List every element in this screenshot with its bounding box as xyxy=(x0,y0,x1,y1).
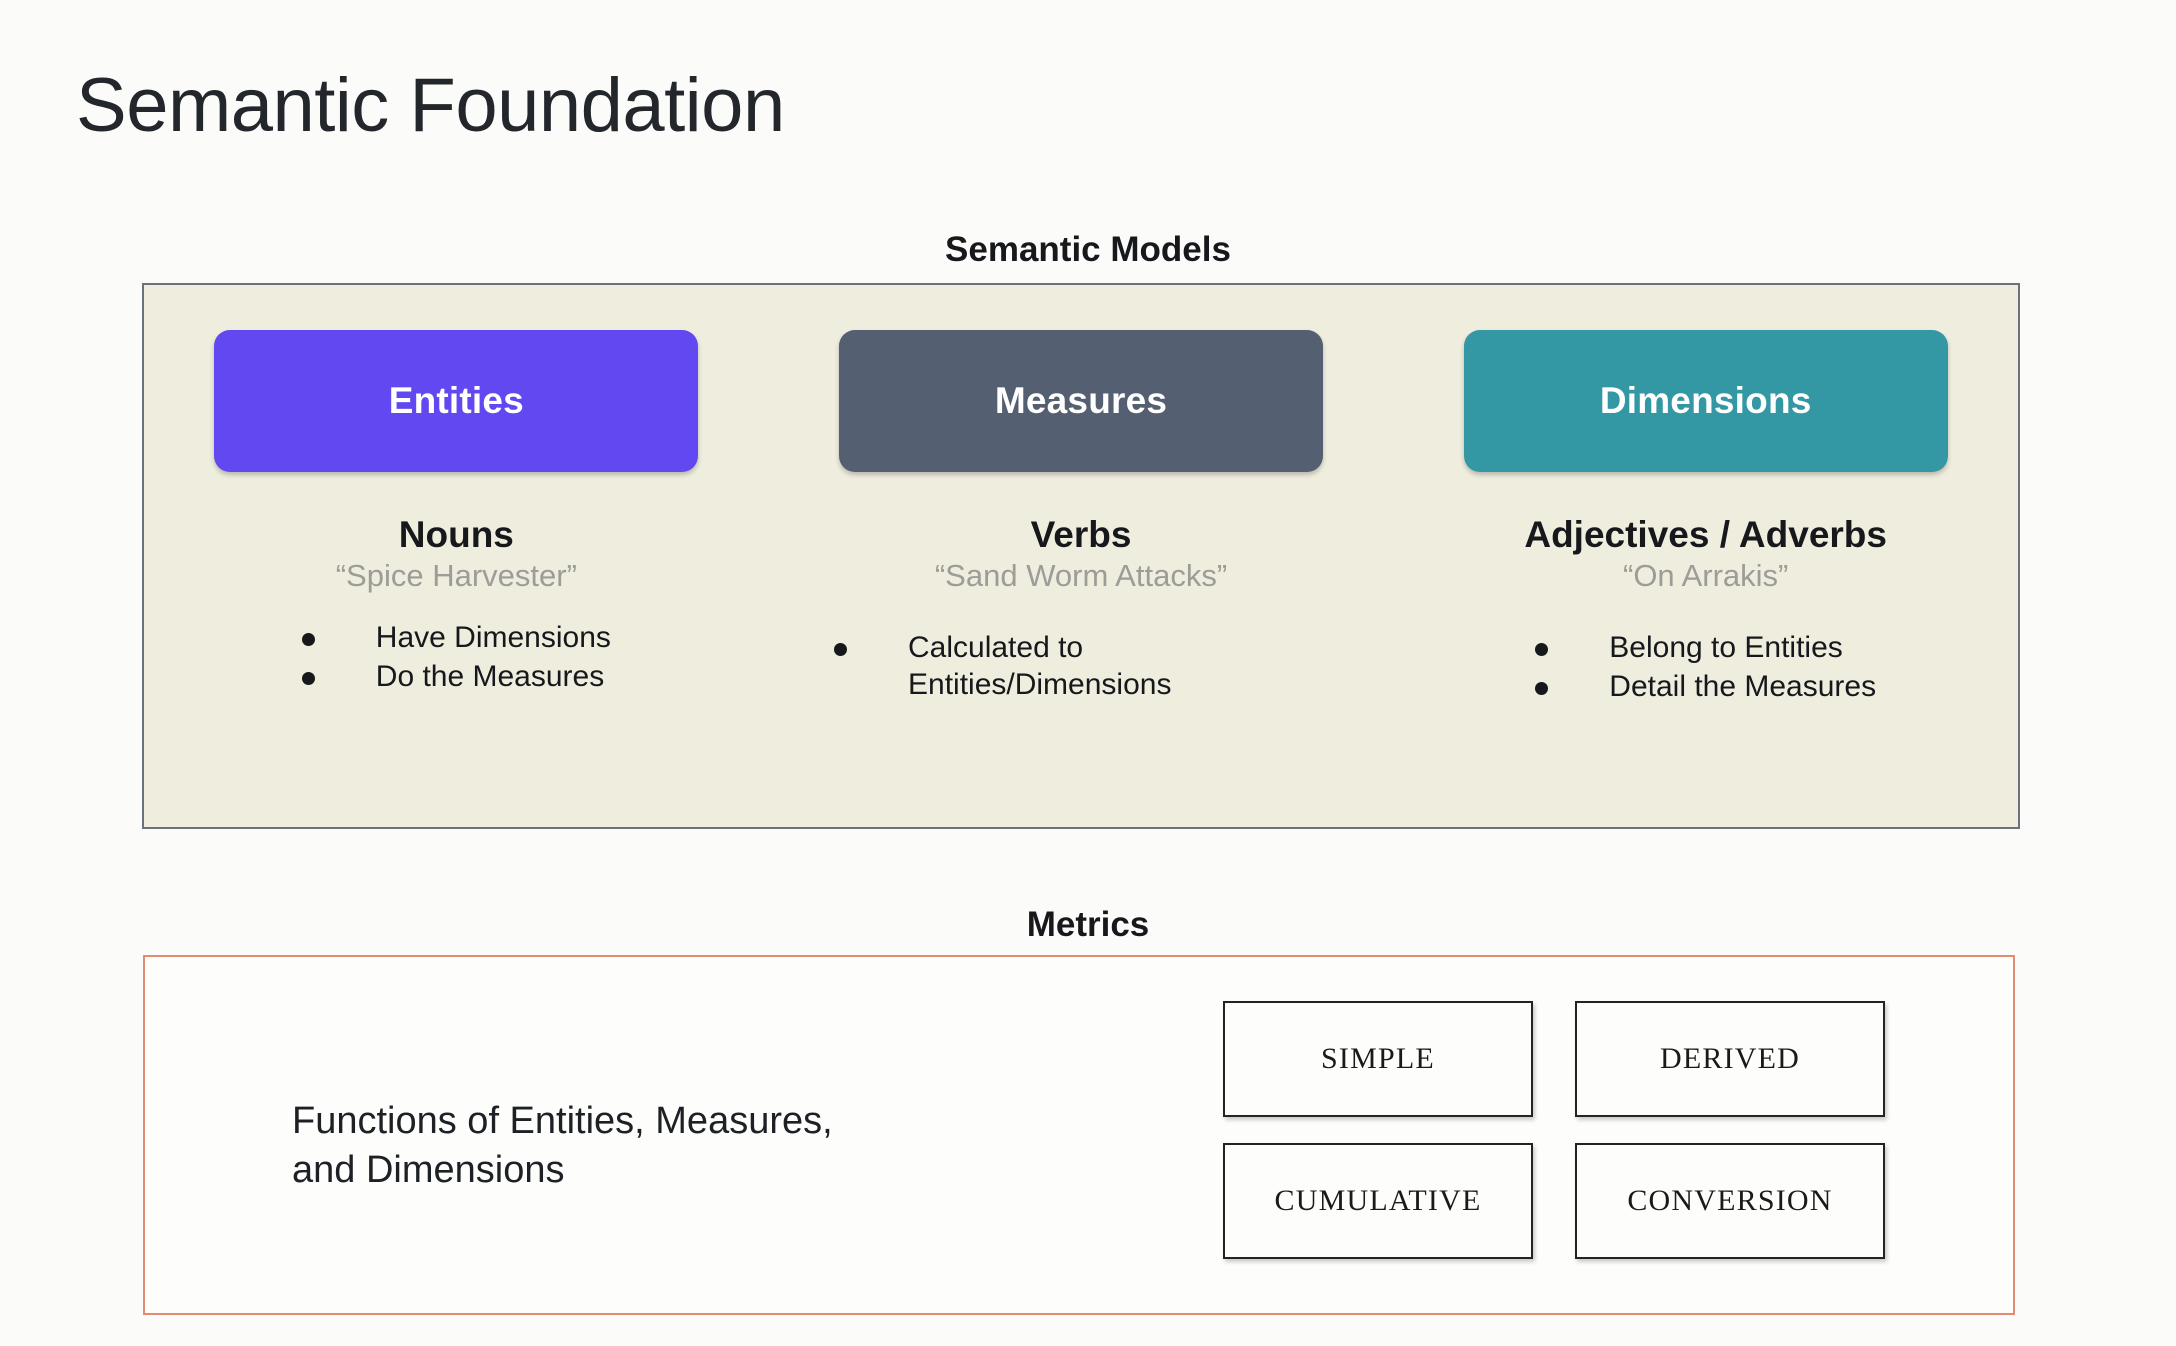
bullet-dot-icon xyxy=(301,632,315,646)
bullet-dot-icon xyxy=(834,642,847,656)
semantic-column-entities: Entities Nouns “Spice Harvester” Have Di… xyxy=(144,285,769,827)
list-item-label: Belong to Entities xyxy=(1609,630,1843,664)
list-item: Do the Measures xyxy=(301,658,611,696)
list-item: Belong to Entities xyxy=(1535,629,1876,667)
semantic-models-caption: Semantic Models xyxy=(945,230,1231,269)
semantic-models-panel: Entities Nouns “Spice Harvester” Have Di… xyxy=(142,283,2020,829)
semantic-models-columns: Entities Nouns “Spice Harvester” Have Di… xyxy=(144,285,2018,827)
dimensions-chip[interactable]: Dimensions xyxy=(1463,330,1948,472)
semantic-column-dimensions: Dimensions Adjectives / Adverbs “On Arra… xyxy=(1393,285,2018,827)
entities-chip[interactable]: Entities xyxy=(214,330,699,472)
entities-example: “Spice Harvester” xyxy=(335,557,577,593)
list-item-label: Calculated to Entities/Dimensions xyxy=(908,630,1172,702)
list-item: Calculated to Entities/Dimensions xyxy=(834,629,1328,704)
list-item: Have Dimensions xyxy=(301,619,611,657)
metric-type-grid: SIMPLE DERIVED CUMULATIVE CONVERSION xyxy=(1223,1001,1885,1259)
list-item: Detail the Measures xyxy=(1535,668,1876,706)
list-item-label: Have Dimensions xyxy=(375,620,611,654)
measures-part-of-speech: Verbs xyxy=(1030,514,1132,555)
dimensions-part-of-speech: Adjectives / Adverbs xyxy=(1524,514,1887,555)
metrics-caption: Metrics xyxy=(1026,905,1150,944)
measures-chip[interactable]: Measures xyxy=(839,330,1323,472)
list-item-label: Do the Measures xyxy=(375,660,605,694)
entities-part-of-speech: Nouns xyxy=(398,514,514,555)
list-item-label: Detail the Measures xyxy=(1609,670,1877,704)
bullet-dot-icon xyxy=(1535,682,1549,696)
dimensions-bullet-list: Belong to Entities Detail the Measures xyxy=(1535,629,1876,708)
measures-bullet-list: Calculated to Entities/Dimensions xyxy=(834,629,1328,706)
dimensions-example: “On Arrakis” xyxy=(1623,557,1789,593)
metric-type-simple[interactable]: SIMPLE xyxy=(1223,1001,1533,1117)
measures-example: “Sand Worm Attacks” xyxy=(934,557,1228,593)
semantic-column-measures: Measures Verbs “Sand Worm Attacks” Calcu… xyxy=(769,285,1394,827)
metric-type-conversion[interactable]: CONVERSION xyxy=(1575,1143,1885,1259)
page-title: Semantic Foundation xyxy=(76,63,785,148)
bullet-dot-icon xyxy=(1535,642,1549,656)
metrics-panel: Functions of Entities, Measures, and Dim… xyxy=(143,955,2015,1315)
metrics-description: Functions of Entities, Measures, and Dim… xyxy=(292,1100,833,1192)
bullet-dot-icon xyxy=(301,672,315,686)
metric-type-cumulative[interactable]: CUMULATIVE xyxy=(1223,1143,1533,1259)
entities-bullet-list: Have Dimensions Do the Measures xyxy=(301,619,611,698)
metric-type-derived[interactable]: DERIVED xyxy=(1575,1001,1885,1117)
